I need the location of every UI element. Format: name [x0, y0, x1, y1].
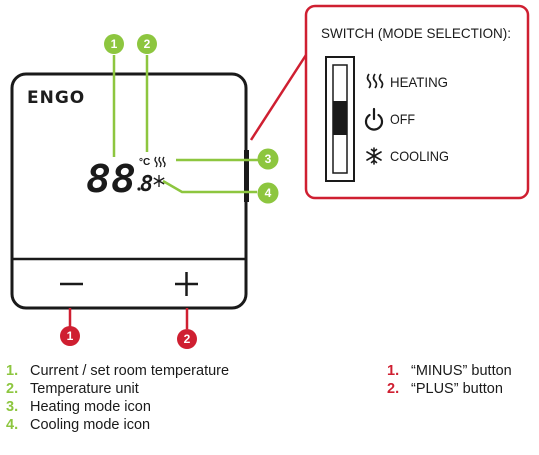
- main-temperature-digits: 88: [86, 157, 136, 201]
- callout-1-badge: 1: [104, 34, 124, 54]
- minus-callout-badge: 1: [60, 326, 80, 346]
- svg-text:2: 2: [144, 37, 151, 51]
- switch-panel-title: SWITCH (MODE SELECTION):: [321, 25, 511, 41]
- legend-item: 1.“MINUS” button: [387, 363, 512, 379]
- mode-heating-label: HEATING: [390, 74, 448, 90]
- switch-panel: [304, 4, 530, 200]
- mode-cooling-label: COOLING: [390, 148, 449, 164]
- decimal-point: [137, 187, 141, 191]
- svg-text:1: 1: [67, 329, 74, 343]
- mode-switch-knob[interactable]: [333, 101, 347, 135]
- callout-2-badge: 2: [137, 34, 157, 54]
- decimal-digit: 8: [140, 172, 153, 197]
- callout-3-badge: 3: [257, 148, 279, 170]
- heating-waves-icon: [154, 156, 166, 168]
- brand-logo: ENGO: [27, 88, 85, 108]
- legend-item: 2.Temperature unit: [6, 381, 139, 397]
- svg-text:2: 2: [184, 332, 191, 346]
- svg-text:3: 3: [265, 152, 272, 166]
- switch-pointer-line: [249, 54, 308, 141]
- legend-item: 3.Heating mode icon: [6, 399, 151, 415]
- minus-button[interactable]: [35, 262, 105, 306]
- plus-icon: [175, 272, 198, 296]
- snowflake-icon: [366, 147, 382, 165]
- legend-item: 2.“PLUS” button: [387, 381, 503, 397]
- side-switch: [244, 150, 249, 202]
- callout-4-badge: 4: [257, 182, 279, 204]
- display-legend: 1.Current / set room temperature 2.Tempe…: [6, 362, 229, 434]
- plus-button[interactable]: [152, 262, 222, 306]
- svg-text:1: 1: [111, 37, 118, 51]
- heating-waves-icon: [366, 73, 384, 89]
- legend-item: 4.Cooling mode icon: [6, 417, 151, 433]
- mode-off-label: OFF: [390, 111, 415, 127]
- plus-callout-badge: 2: [177, 329, 197, 349]
- buttons-legend: 1.“MINUS” button 2.“PLUS” button: [387, 362, 512, 398]
- snowflake-icon: [153, 175, 165, 187]
- green-leaders: [112, 55, 258, 194]
- power-icon: [364, 107, 384, 131]
- legend-item: 1.Current / set room temperature: [6, 363, 230, 379]
- svg-text:4: 4: [265, 186, 272, 200]
- temperature-unit: °C: [139, 157, 150, 168]
